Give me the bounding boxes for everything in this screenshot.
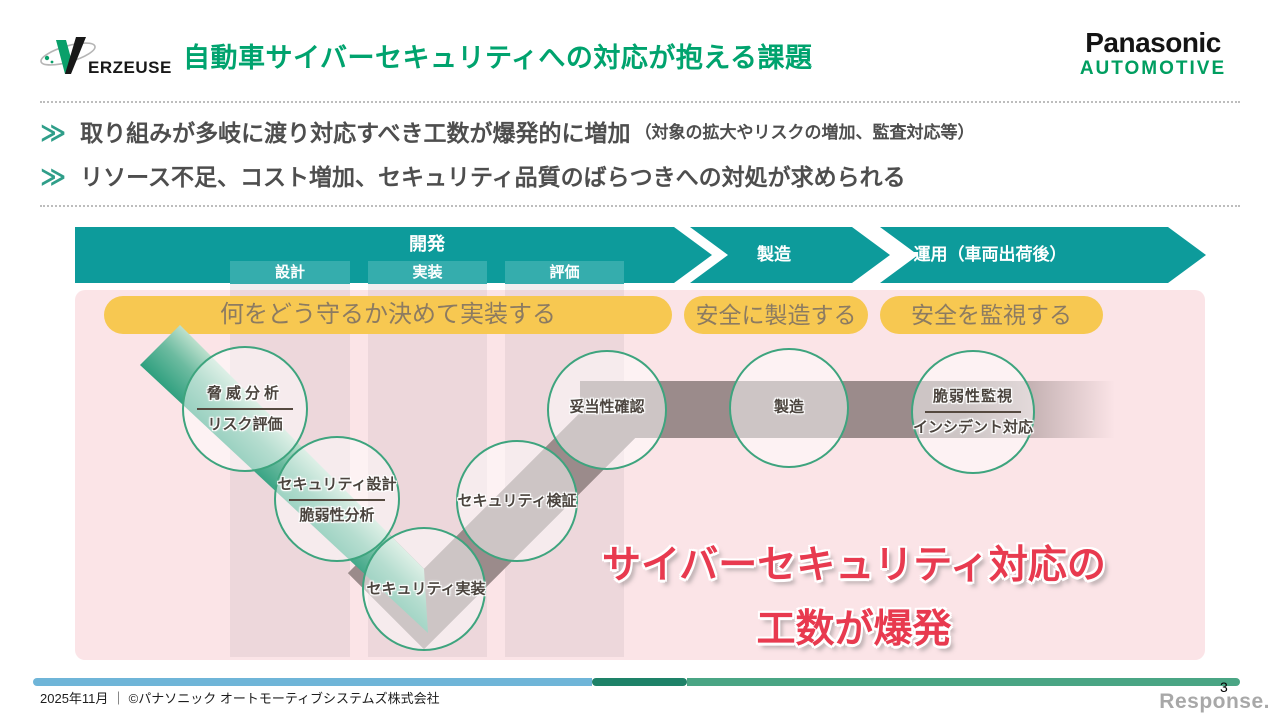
- verzeuse-logo: ERZEUSE: [38, 32, 178, 85]
- response-watermark: Response.: [1159, 690, 1270, 713]
- column-design: [230, 284, 350, 657]
- activity-label-bottom: インシデント対応: [912, 419, 1033, 436]
- footer-bar-blue: [33, 678, 592, 686]
- logo-v-black-arm: [65, 37, 86, 74]
- goal-banner-operation: 安全を監視する: [880, 296, 1103, 334]
- activity-label-security-design: セキュリティ設計 脆弱性分析: [257, 475, 417, 525]
- brand-name: Panasonic: [1085, 27, 1221, 58]
- brand-division: AUTOMOTIVE: [1079, 58, 1227, 79]
- label-divider: [925, 411, 1021, 413]
- activity-label-security-implementation: セキュリティ実装: [366, 580, 486, 598]
- chevron-bullet-icon: ≫: [40, 119, 67, 147]
- footer-copyright: 2025年11月 ｜ ©パナソニック オートモーティブシステムズ株式会社: [40, 691, 440, 706]
- phase-label-manufacturing: 製造: [757, 245, 791, 264]
- footer-bar-dark-green: [592, 678, 687, 686]
- highlight-text: サイバーセキュリティ対応の 工数が爆発: [558, 534, 1150, 662]
- activity-label-vulnerability-monitoring: 脆弱性監視 インシデント対応: [893, 387, 1053, 437]
- activity-label-top: 脅威分析: [206, 385, 283, 402]
- page-number: 3: [1220, 679, 1228, 695]
- bullet-note: （対象の拡大やリスクの増加、監査対応等）: [634, 123, 975, 142]
- activity-label-top: セキュリティ設計: [277, 476, 397, 493]
- bullet-item-1: ≫ 取り組みが多岐に渡り対応すべき工数が爆発的に増加 （対象の拡大やリスクの増加…: [40, 115, 975, 151]
- phase-label-operation: 運用（車両出荷後）: [913, 245, 1067, 264]
- subphase-implementation: 実装: [368, 261, 487, 284]
- goal-banner-manufacturing: 安全に製造する: [684, 296, 868, 334]
- label-divider: [289, 499, 385, 501]
- activity-label-bottom: 脆弱性分析: [299, 507, 375, 524]
- activity-label-top: 脆弱性監視: [932, 388, 1013, 405]
- bullet-text: リソース不足、コスト増加、セキュリティ品質のばらつきへの対処が求められる: [80, 164, 906, 190]
- subphase-design: 設計: [230, 261, 350, 284]
- subphase-evaluation: 評価: [505, 261, 624, 284]
- bullet-item-2: ≫ リソース不足、コスト増加、セキュリティ品質のばらつきへの対処が求められる: [40, 159, 906, 195]
- goal-banner-development: 何をどう守るか決めて実装する: [104, 296, 672, 334]
- label-divider: [197, 408, 293, 410]
- column-implementation: [368, 284, 487, 657]
- separator-top: [40, 101, 1240, 103]
- bullet-text: 取り組みが多岐に渡り対応すべき工数が爆発的に増加: [80, 120, 631, 146]
- separator-middle: [40, 205, 1240, 207]
- activity-label-manufacturing: 製造: [773, 398, 804, 416]
- phase-label-development: 開発: [409, 234, 445, 254]
- highlight-line-1: サイバーセキュリティ対応の: [602, 544, 1106, 587]
- activity-label-validation: 妥当性確認: [569, 398, 645, 416]
- activity-label-threat-analysis: 脅威分析 リスク評価: [165, 384, 325, 434]
- highlight-line-2: 工数が爆発: [756, 608, 952, 651]
- footer-bar-teal: [687, 678, 1240, 686]
- chevron-bullet-icon: ≫: [40, 163, 67, 191]
- activity-label-security-verification: セキュリティ検証: [457, 492, 577, 510]
- logo-wordmark: ERZEUSE: [88, 58, 172, 77]
- activity-label-bottom: リスク評価: [207, 416, 283, 433]
- page-title: 自動車サイバーセキュリティへの対応が抱える課題: [183, 43, 813, 73]
- phase-arrow-operation: [880, 227, 1206, 283]
- panasonic-logo: Panasonic AUTOMOTIVE: [1064, 28, 1242, 80]
